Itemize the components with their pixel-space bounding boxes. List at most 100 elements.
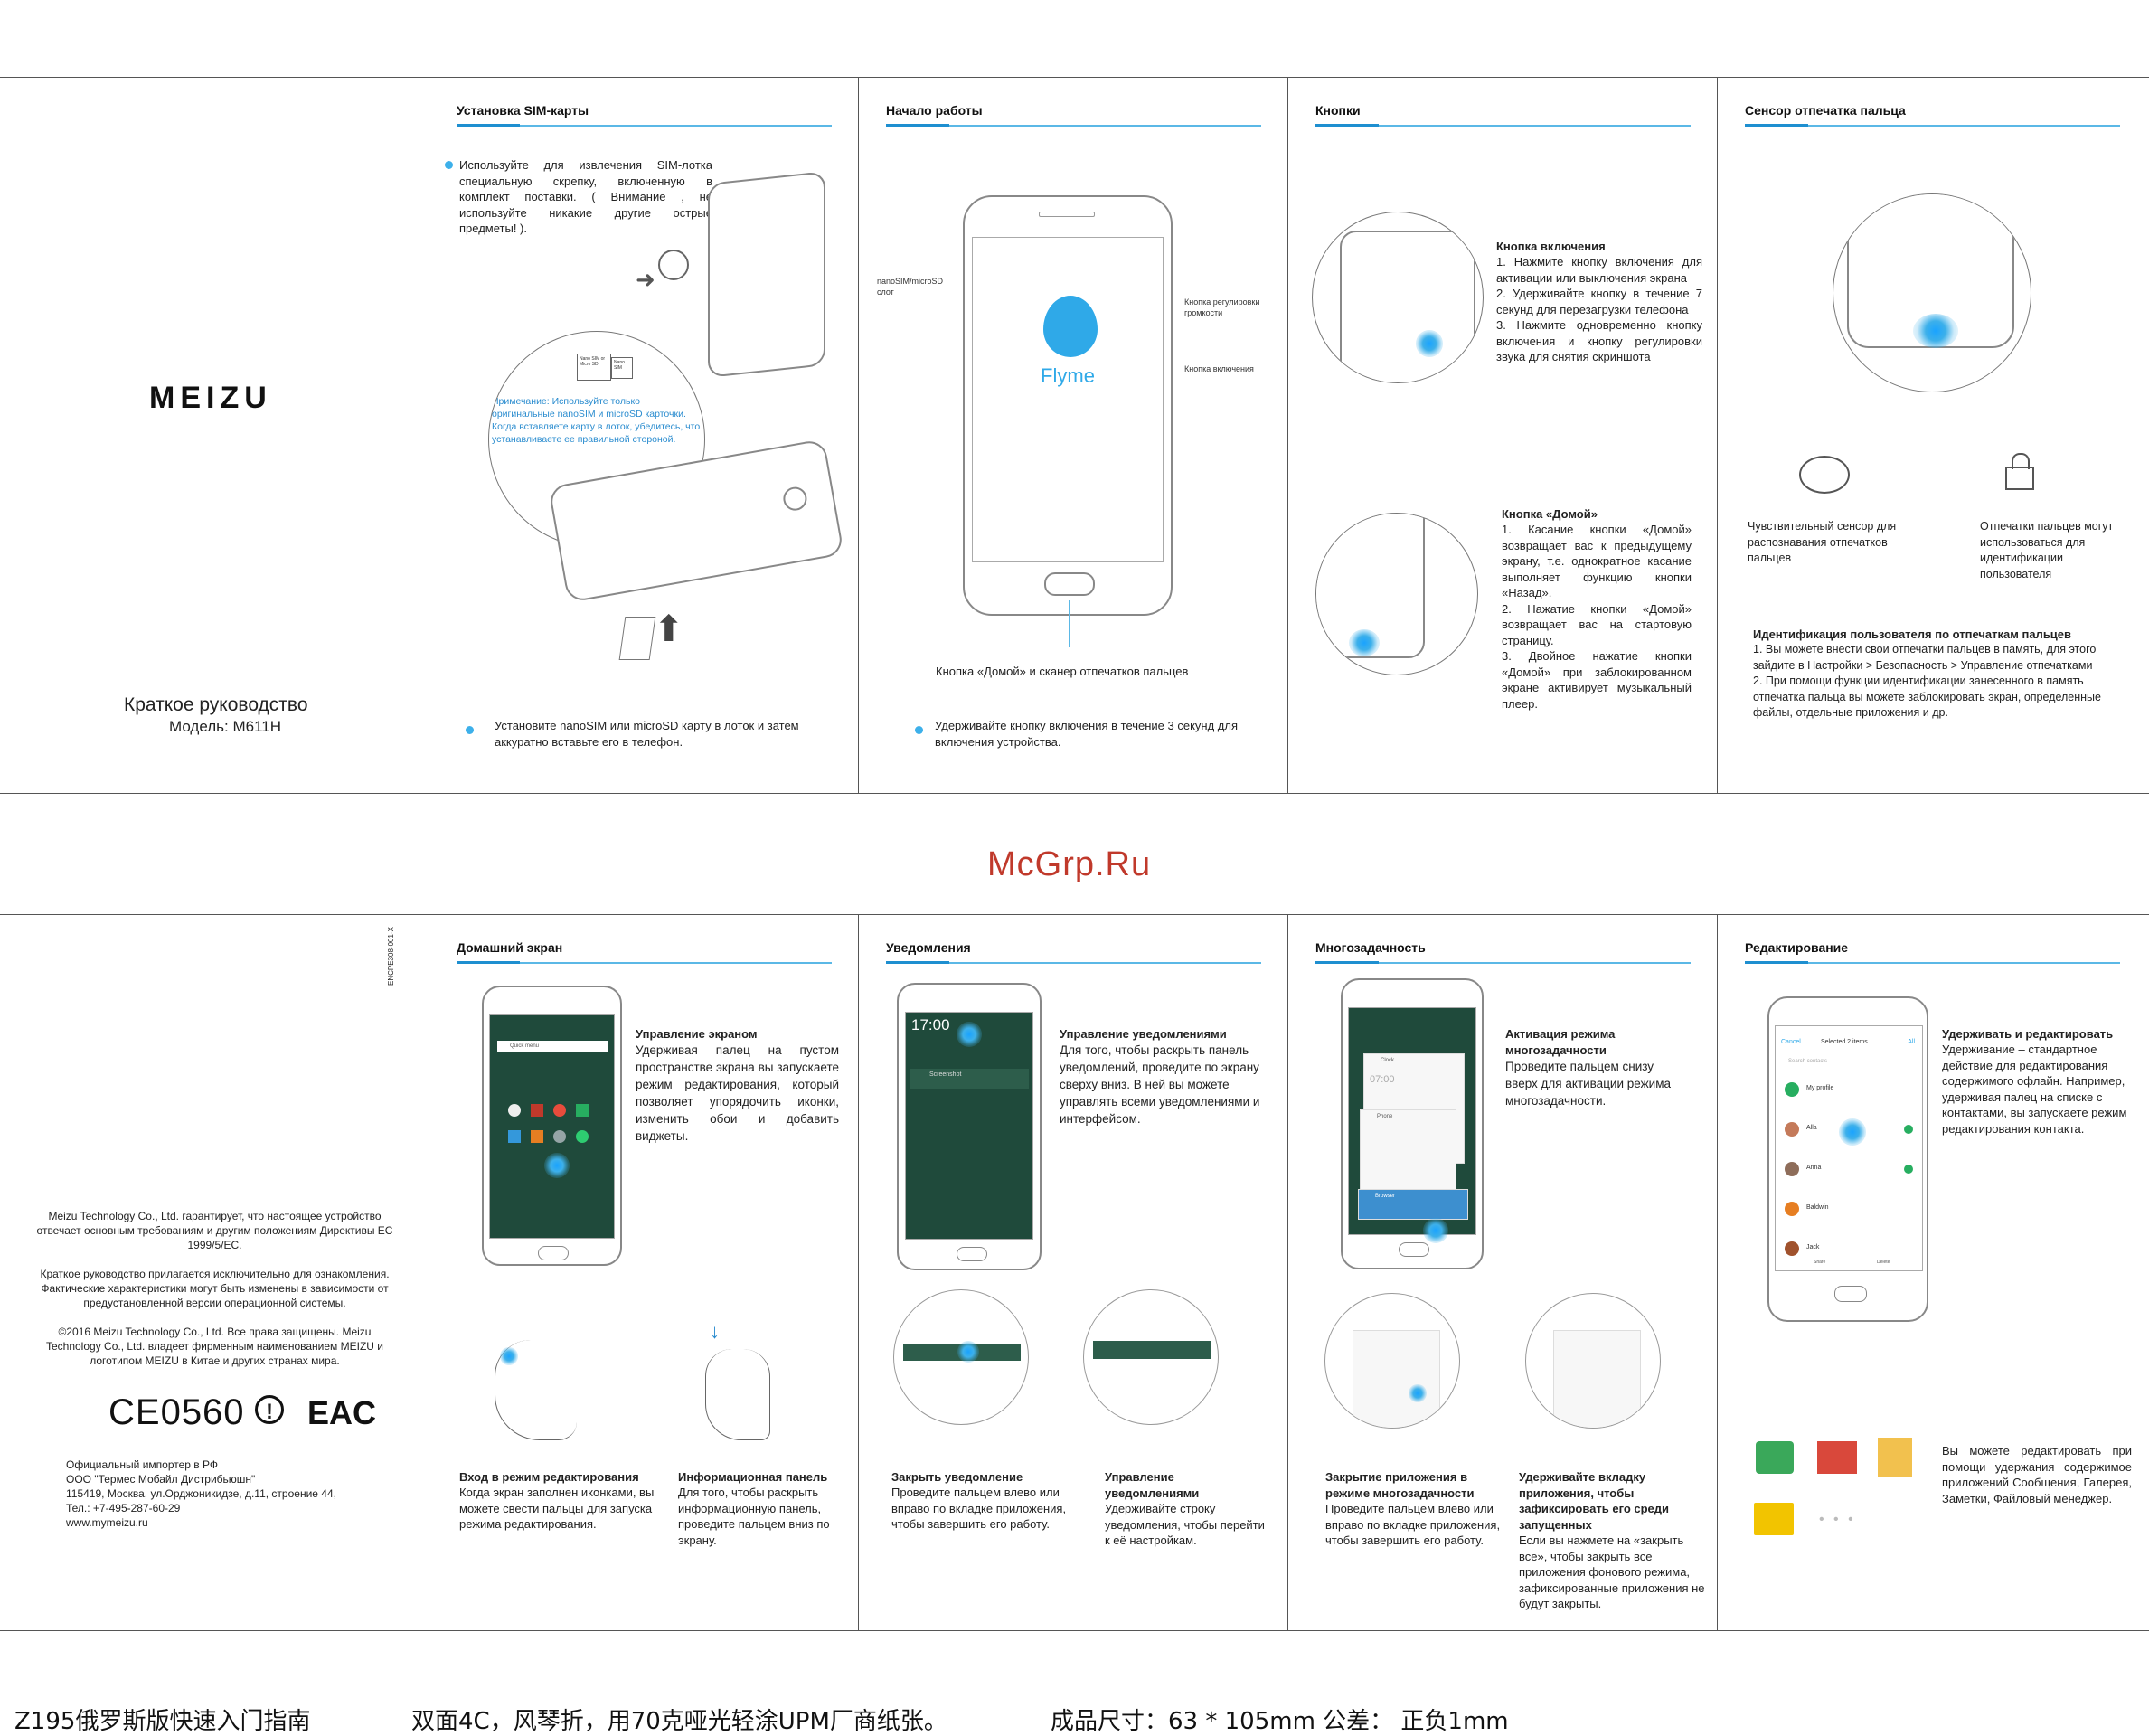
padlock-icon <box>2005 453 2034 491</box>
messages-icon <box>1756 1441 1794 1474</box>
homescreen-screen: Quick menu <box>489 1014 615 1239</box>
power-label: Кнопка включения <box>1184 364 1254 373</box>
title-underline <box>1745 961 2120 964</box>
phone-illustration <box>708 171 825 378</box>
fingerprint-sensor-icon <box>1799 456 1850 494</box>
power-button-zoom <box>1312 212 1484 383</box>
meizu-logo: MEIZU <box>149 381 272 415</box>
multi-title: Многозадачность <box>1315 940 1426 955</box>
editing-panel: Редактирование Cancel Selected 2 items A… <box>1718 915 2149 1630</box>
sheet-back: ENCPE308-001-X Meizu Technology Co., Ltd… <box>0 914 2149 1631</box>
title-underline <box>886 961 1261 964</box>
id-title: Идентификация пользователя по отпечаткам… <box>1753 627 2072 641</box>
legal-p3: ©2016 Meizu Technology Co., Ltd. Все пра… <box>45 1326 384 1367</box>
title-underline <box>457 961 832 964</box>
quick-menu-bar: Quick menu <box>497 1041 608 1052</box>
edit-hold-title: Удерживать и редактировать <box>1942 1027 2114 1041</box>
multitask-screen: Clock 07:00 Phone Browser <box>1348 1007 1476 1243</box>
phone-multitasking: Clock 07:00 Phone Browser <box>1341 978 1484 1269</box>
contact-name: Alla <box>1806 1125 1817 1131</box>
slot-label: nanoSIM/microSD слот <box>877 277 944 297</box>
edit-mode-text: Когда экран заполнен иконками, вы можете… <box>459 1486 655 1531</box>
home-title: Кнопка «Домой» <box>1502 507 1598 521</box>
arrow-right-icon: ➜ <box>636 266 655 293</box>
note-circle: Nano SIM or Micro SD Nano SIM Примечание… <box>488 331 705 548</box>
buttons-title: Кнопки <box>1315 103 1361 118</box>
home-button-zoom <box>1315 513 1478 675</box>
identify-text: Отпечатки пальцев могут использоваться д… <box>1980 520 2114 580</box>
home-title: Домашний экран <box>457 940 563 955</box>
check-icon[interactable] <box>1904 1165 1913 1174</box>
multi-hold-title: Удерживайте вкладку приложения, чтобы за… <box>1519 1470 1670 1532</box>
ctrl-notify-text: Удерживайте строку уведомления, чтобы пе… <box>1105 1502 1265 1547</box>
pinch-gesture-icon <box>495 1340 577 1440</box>
notify-manage-text: Для того, чтобы раскрыть панель уведомле… <box>1060 1043 1260 1126</box>
arrow-up-icon: ⬆ <box>654 609 684 649</box>
info-panel-title: Информационная панель <box>678 1470 828 1484</box>
home-button <box>1044 572 1095 596</box>
avatar <box>1785 1241 1799 1256</box>
sim-tray-icon <box>618 617 656 660</box>
contact-name: Anna <box>1806 1165 1822 1171</box>
multi-close-text: Проведите пальцем влево или вправо по вк… <box>1325 1502 1501 1547</box>
phone-front-illustration: Flyme <box>963 195 1173 616</box>
homescreen-panel: Домашний экран Quick menu Управление <box>429 915 859 1630</box>
start-panel: Начало работы Flyme nanoSIM/microSD слот… <box>859 78 1288 793</box>
cover-model: Модель: M611H <box>169 718 282 735</box>
contact-row[interactable]: Anna <box>1781 1162 1917 1176</box>
contact-row[interactable]: Jack <box>1781 1241 1917 1256</box>
sim-panel: Установка SIM-карты Используйте для извл… <box>429 78 859 793</box>
ctrl-notify-title: Управление уведомлениями <box>1105 1470 1200 1500</box>
footer-spec-title: Z195俄罗斯版快速入门指南 <box>14 1708 311 1735</box>
close-app-zoom <box>1324 1293 1460 1429</box>
volume-label: Кнопка регулировки громкости <box>1184 297 1260 317</box>
edit-hold-text: Удерживание – стандартное действие для р… <box>1942 1043 2127 1136</box>
avatar <box>1785 1162 1799 1176</box>
edit-title: Редактирование <box>1745 940 1849 955</box>
notes-icon <box>1878 1438 1912 1477</box>
cover-panel: MEIZU Краткое руководство Модель: M611H <box>0 78 429 793</box>
fingerprint-panel: Сенсор отпечатка пальца Чувствительный с… <box>1718 78 2149 793</box>
bullet-dot <box>915 726 923 734</box>
sim-step1: Используйте для извлечения SIM-лотка спе… <box>459 158 712 235</box>
avatar <box>1785 1202 1799 1216</box>
watermark: McGrp.Ru <box>987 845 1152 883</box>
lock-app-zoom <box>1525 1293 1661 1429</box>
exclamation-icon: ! <box>255 1395 284 1424</box>
arrow-down-icon: ↓ <box>710 1320 720 1343</box>
contact-row[interactable]: My profile <box>1781 1082 1917 1097</box>
contacts-screen: Cancel Selected 2 items All Search conta… <box>1775 1025 1923 1271</box>
fingerprint-title: Сенсор отпечатка пальца <box>1745 103 1906 118</box>
importer-info: Официальный импортер в РФ ООО "Термес Мо… <box>66 1458 336 1529</box>
speaker-icon <box>1039 212 1095 217</box>
multi-act-text: Проведите пальцем снизу вверх для актива… <box>1505 1060 1671 1108</box>
start-title: Начало работы <box>886 103 983 118</box>
edit-apps-text: Вы можете редактировать при помощи удерж… <box>1942 1444 2132 1505</box>
phone-homescreen: Quick menu <box>482 986 622 1266</box>
callout-line <box>1069 600 1070 647</box>
power-text: 1. Нажмите кнопку включения для активаци… <box>1496 255 1702 363</box>
contact-name: Baldwin <box>1806 1204 1829 1211</box>
contact-name: Jack <box>1806 1244 1820 1250</box>
app-icon-grid <box>508 1104 599 1149</box>
manage-title: Управление экраном <box>636 1027 758 1041</box>
shade-time: 17:00 <box>911 1016 950 1033</box>
title-underline <box>1745 124 2120 127</box>
phone-notifications: 17:00 Screenshot <box>897 983 1042 1270</box>
ce-mark: CE0560 <box>108 1392 245 1432</box>
notifications-panel: Уведомления 17:00 Screenshot Управление … <box>859 915 1288 1630</box>
contact-row[interactable]: Alla <box>1781 1122 1917 1137</box>
file-manager-icon <box>1754 1503 1794 1535</box>
fingerprint-zoom <box>1833 193 2031 392</box>
eac-mark: EAC <box>307 1394 377 1431</box>
sim-eject-pin-icon <box>658 250 689 280</box>
close-notification-zoom <box>893 1289 1029 1425</box>
phone-card: Phone <box>1360 1109 1456 1193</box>
bullet-dot <box>445 161 453 169</box>
contact-row[interactable]: Baldwin <box>1781 1202 1917 1216</box>
check-icon[interactable] <box>1904 1125 1913 1134</box>
avatar <box>1785 1082 1799 1097</box>
home-text: 1. Касание кнопки «Домой» возвращает вас… <box>1502 523 1692 711</box>
multi-act-title: Активация режима многозадачности <box>1505 1027 1616 1057</box>
legal-p2: Краткое руководство прилагается исключит… <box>40 1268 390 1309</box>
